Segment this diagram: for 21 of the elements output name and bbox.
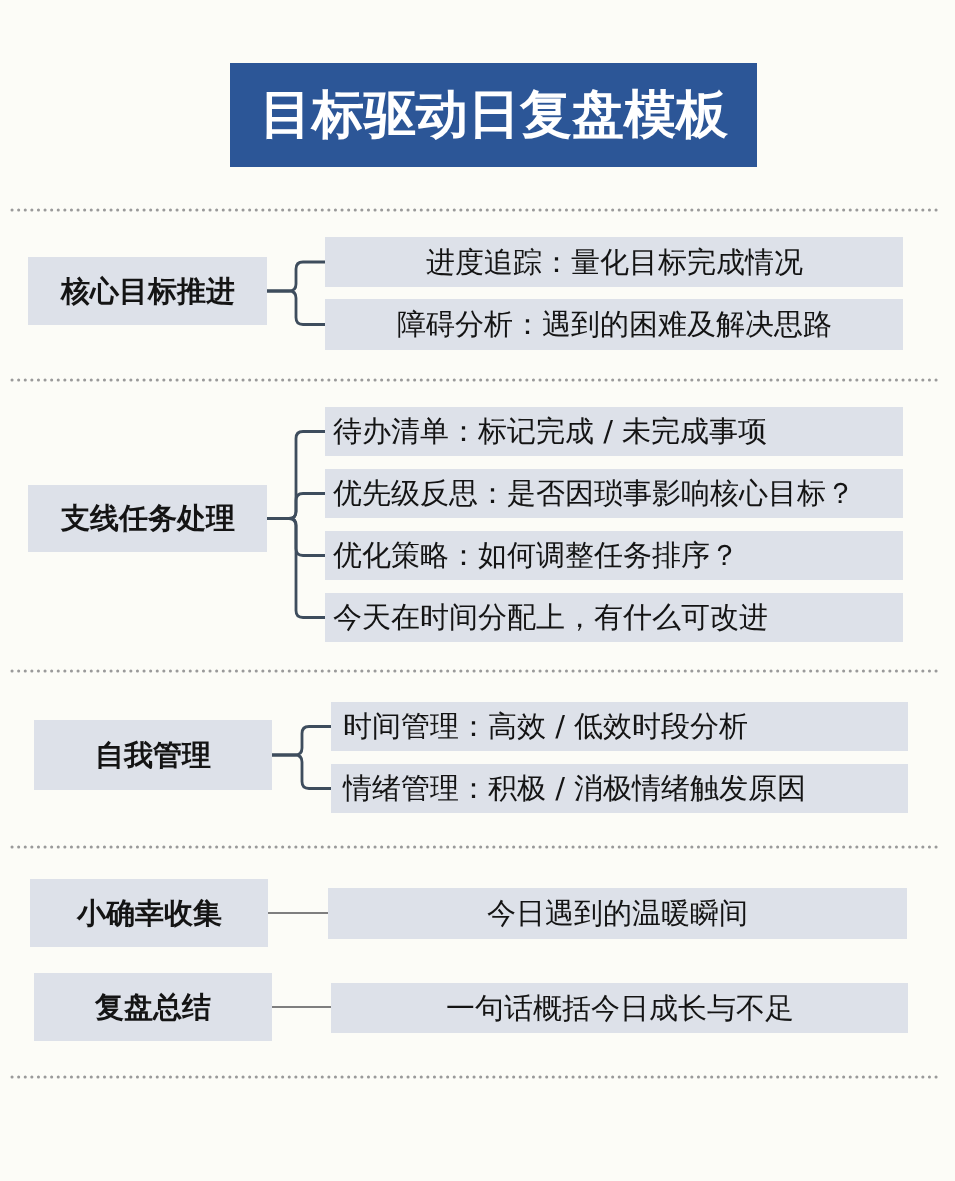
bracket-line <box>272 753 331 790</box>
item-box: 今天在时间分配上，有什么可改进 <box>325 593 903 642</box>
item-box: 时间管理：高效 / 低效时段分析 <box>331 702 908 751</box>
item-box: 进度追踪：量化目标完成情况 <box>325 237 903 287</box>
item-box: 优化策略：如何调整任务排序？ <box>325 531 903 580</box>
connector-line <box>271 1006 332 1008</box>
category-box: 小确幸收集 <box>30 879 268 947</box>
category-box: 自我管理 <box>34 720 272 790</box>
bracket-line <box>267 517 325 619</box>
bracket-line <box>267 289 325 326</box>
category-box: 支线任务处理 <box>28 485 267 552</box>
item-box: 情绪管理：积极 / 消极情绪触发原因 <box>331 764 908 813</box>
item-box: 障碍分析：遇到的困难及解决思路 <box>325 299 903 350</box>
item-box: 今日遇到的温暖瞬间 <box>328 888 907 939</box>
category-box: 复盘总结 <box>34 973 272 1041</box>
title-banner: 目标驱动日复盘模板 <box>230 63 757 167</box>
category-box: 核心目标推进 <box>28 257 267 325</box>
item-box: 待办清单：标记完成 / 未完成事项 <box>325 407 903 456</box>
item-box: 优先级反思：是否因琐事影响核心目标？ <box>325 469 903 518</box>
item-box: 一句话概括今日成长与不足 <box>331 983 908 1033</box>
connector-line <box>267 912 329 914</box>
